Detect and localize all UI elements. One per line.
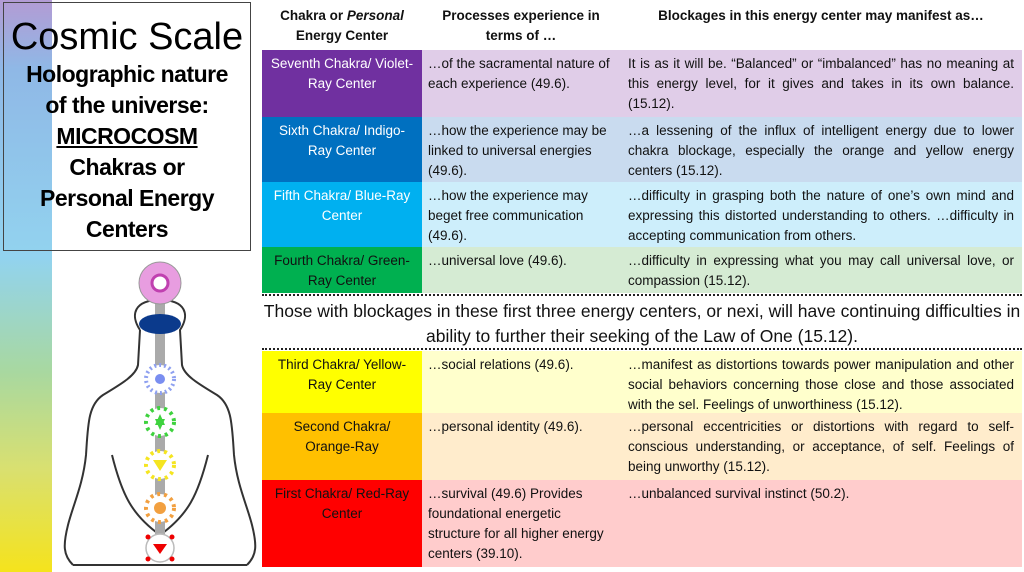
subtitle-line: Personal Energy <box>39 185 215 211</box>
blockage-cell: …difficulty in expressing what you may c… <box>620 247 1022 293</box>
header-processes: Processes experience in terms of … <box>442 8 600 43</box>
subtitle-line: Holographic nature <box>26 61 228 87</box>
blockage-cell: …personal eccentricities or distortions … <box>620 413 1022 480</box>
meditating-figure-chakras-illustration <box>63 261 257 566</box>
chakra-name: First Chakra/ Red-Ray Center <box>262 480 422 567</box>
header-chakra-text2: Energy Center <box>295 28 389 43</box>
table-row: First Chakra/ Red-Ray Center …survival (… <box>262 480 1022 567</box>
blockage-cell: It is as it will be. “Balanced” or “imba… <box>620 50 1022 117</box>
table-row: Third Chakra/ Yellow-Ray Center …social … <box>262 351 1022 413</box>
process-cell: …survival (49.6) Provides foundational e… <box>422 480 620 567</box>
blockage-banner: Those with blockages in these first thre… <box>262 294 1022 350</box>
table-row: Fifth Chakra/ Blue-Ray Center …how the e… <box>262 182 1022 247</box>
process-cell: …social relations (49.6). <box>422 351 620 413</box>
blockage-cell: …a lessening of the influx of intelligen… <box>620 117 1022 182</box>
process-cell: …of the sacramental nature of each exper… <box>422 50 620 117</box>
blockage-cell: …unbalanced survival instinct (50.2). <box>620 480 1022 567</box>
chakra-name: Fourth Chakra/ Green-Ray Center <box>262 247 422 293</box>
subtitle-line: of the universe: <box>45 92 209 118</box>
chakra-name: Third Chakra/ Yellow-Ray Center <box>262 351 422 413</box>
header-chakra-italic: Personal <box>346 8 404 23</box>
subtitle-line: Centers <box>85 216 169 242</box>
blockage-cell: …difficulty in grasping both the nature … <box>620 182 1022 247</box>
table-row: Second Chakra/ Orange-Ray …personal iden… <box>262 413 1022 480</box>
process-cell: …universal love (49.6). <box>422 247 620 293</box>
header-chakra-text: Chakra or <box>280 8 347 23</box>
slide-title: Cosmic Scale <box>10 16 244 58</box>
subtitle-microcosm: MICROCOSM <box>56 123 198 149</box>
subtitle-line: Chakras or <box>69 154 185 180</box>
chakra-name: Sixth Chakra/ Indigo-Ray Center <box>262 117 422 182</box>
chakra-name: Second Chakra/ Orange-Ray <box>262 413 422 480</box>
chakra-name: Fifth Chakra/ Blue-Ray Center <box>262 182 422 247</box>
table-row: Fourth Chakra/ Green-Ray Center …univers… <box>262 247 1022 293</box>
chakra-name: Seventh Chakra/ Violet-Ray Center <box>262 50 422 117</box>
header-blockages: Blockages in this energy center may mani… <box>658 8 984 23</box>
process-cell: …how the experience may be linked to uni… <box>422 117 620 182</box>
title-box: Cosmic Scale Holographic nature of the u… <box>3 2 251 251</box>
table-row: Sixth Chakra/ Indigo-Ray Center …how the… <box>262 117 1022 182</box>
table-row: Seventh Chakra/ Violet-Ray Center …of th… <box>262 50 1022 117</box>
blockage-cell: …manifest as distortions towards power m… <box>620 351 1022 413</box>
process-cell: …personal identity (49.6). <box>422 413 620 480</box>
process-cell: …how the experience may beget free commu… <box>422 182 620 247</box>
